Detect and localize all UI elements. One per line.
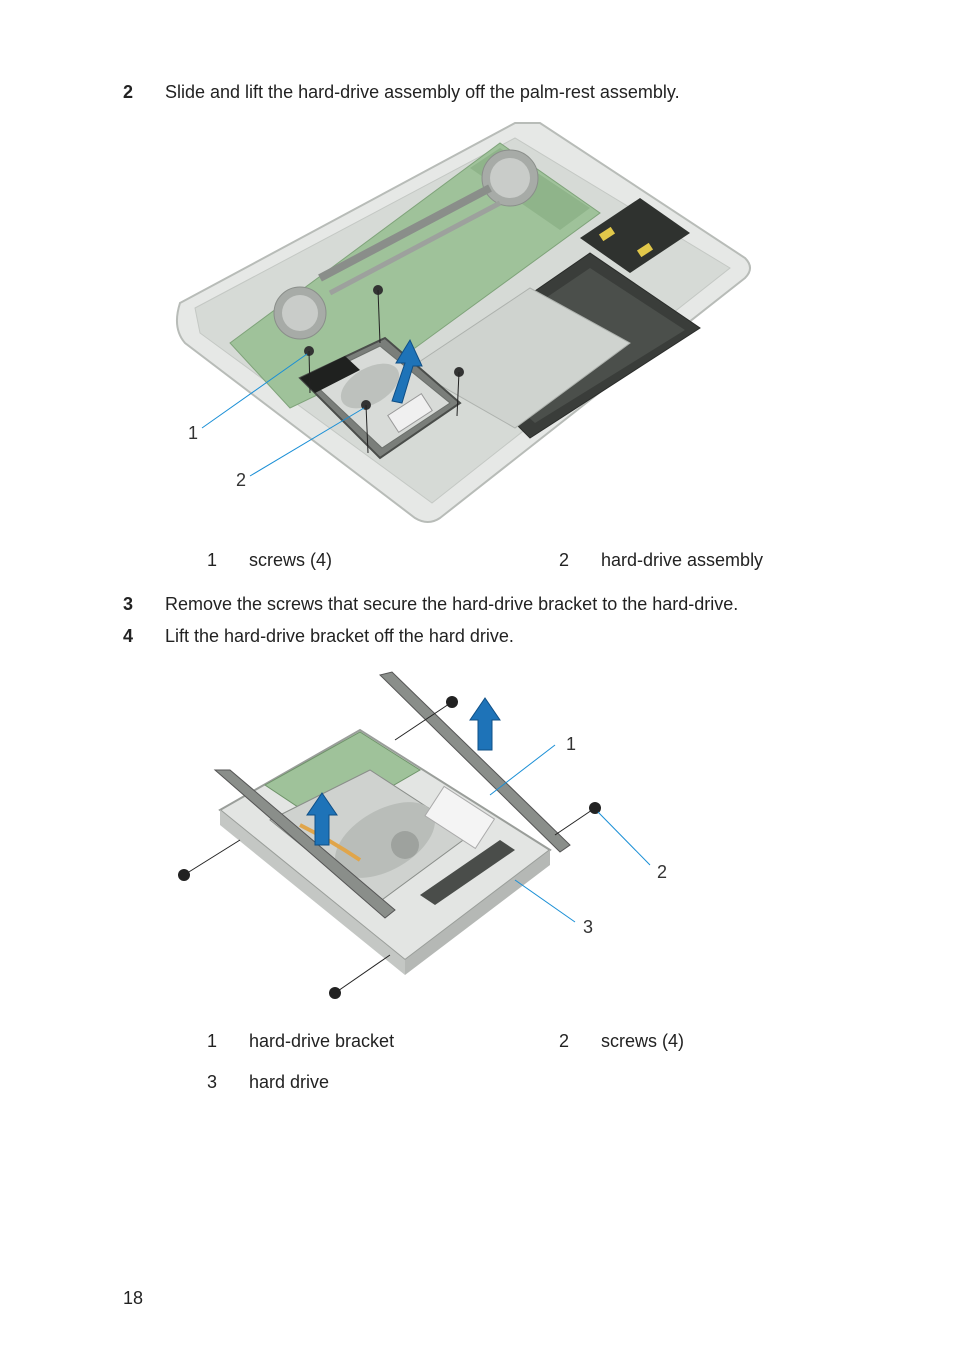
figure1-callout-1: 1: [188, 423, 199, 443]
figure-hard-drive-bracket: [178, 671, 651, 999]
legend-number: 1: [207, 1031, 218, 1051]
step-number: 4: [123, 626, 134, 646]
figure-hard-drive-assembly: [175, 122, 751, 523]
figure2-callout-3: 3: [583, 917, 594, 937]
legend-number: 2: [559, 550, 570, 570]
figure2-callout-1: 1: [566, 734, 577, 754]
legend-label: hard-drive bracket: [249, 1031, 395, 1051]
legend-number: 1: [207, 550, 218, 570]
legend-label: hard drive: [249, 1072, 330, 1092]
step-number: 2: [123, 82, 134, 102]
legend-number: 3: [207, 1072, 218, 1092]
step-text: Lift the hard-drive bracket off the hard…: [165, 626, 514, 646]
legend-label: screws (4): [249, 550, 333, 570]
step-number: 3: [123, 594, 134, 614]
legend-number: 2: [559, 1031, 570, 1051]
figure2-callout-2: 2: [657, 862, 668, 882]
step-text: Remove the screws that secure the hard-d…: [165, 594, 739, 614]
page-number: 18: [123, 1288, 144, 1308]
figure1-callout-2: 2: [236, 470, 247, 490]
step-text: Slide and lift the hard-drive assembly o…: [165, 82, 680, 102]
legend-label: screws (4): [601, 1031, 685, 1051]
legend-label: hard-drive assembly: [601, 550, 764, 570]
